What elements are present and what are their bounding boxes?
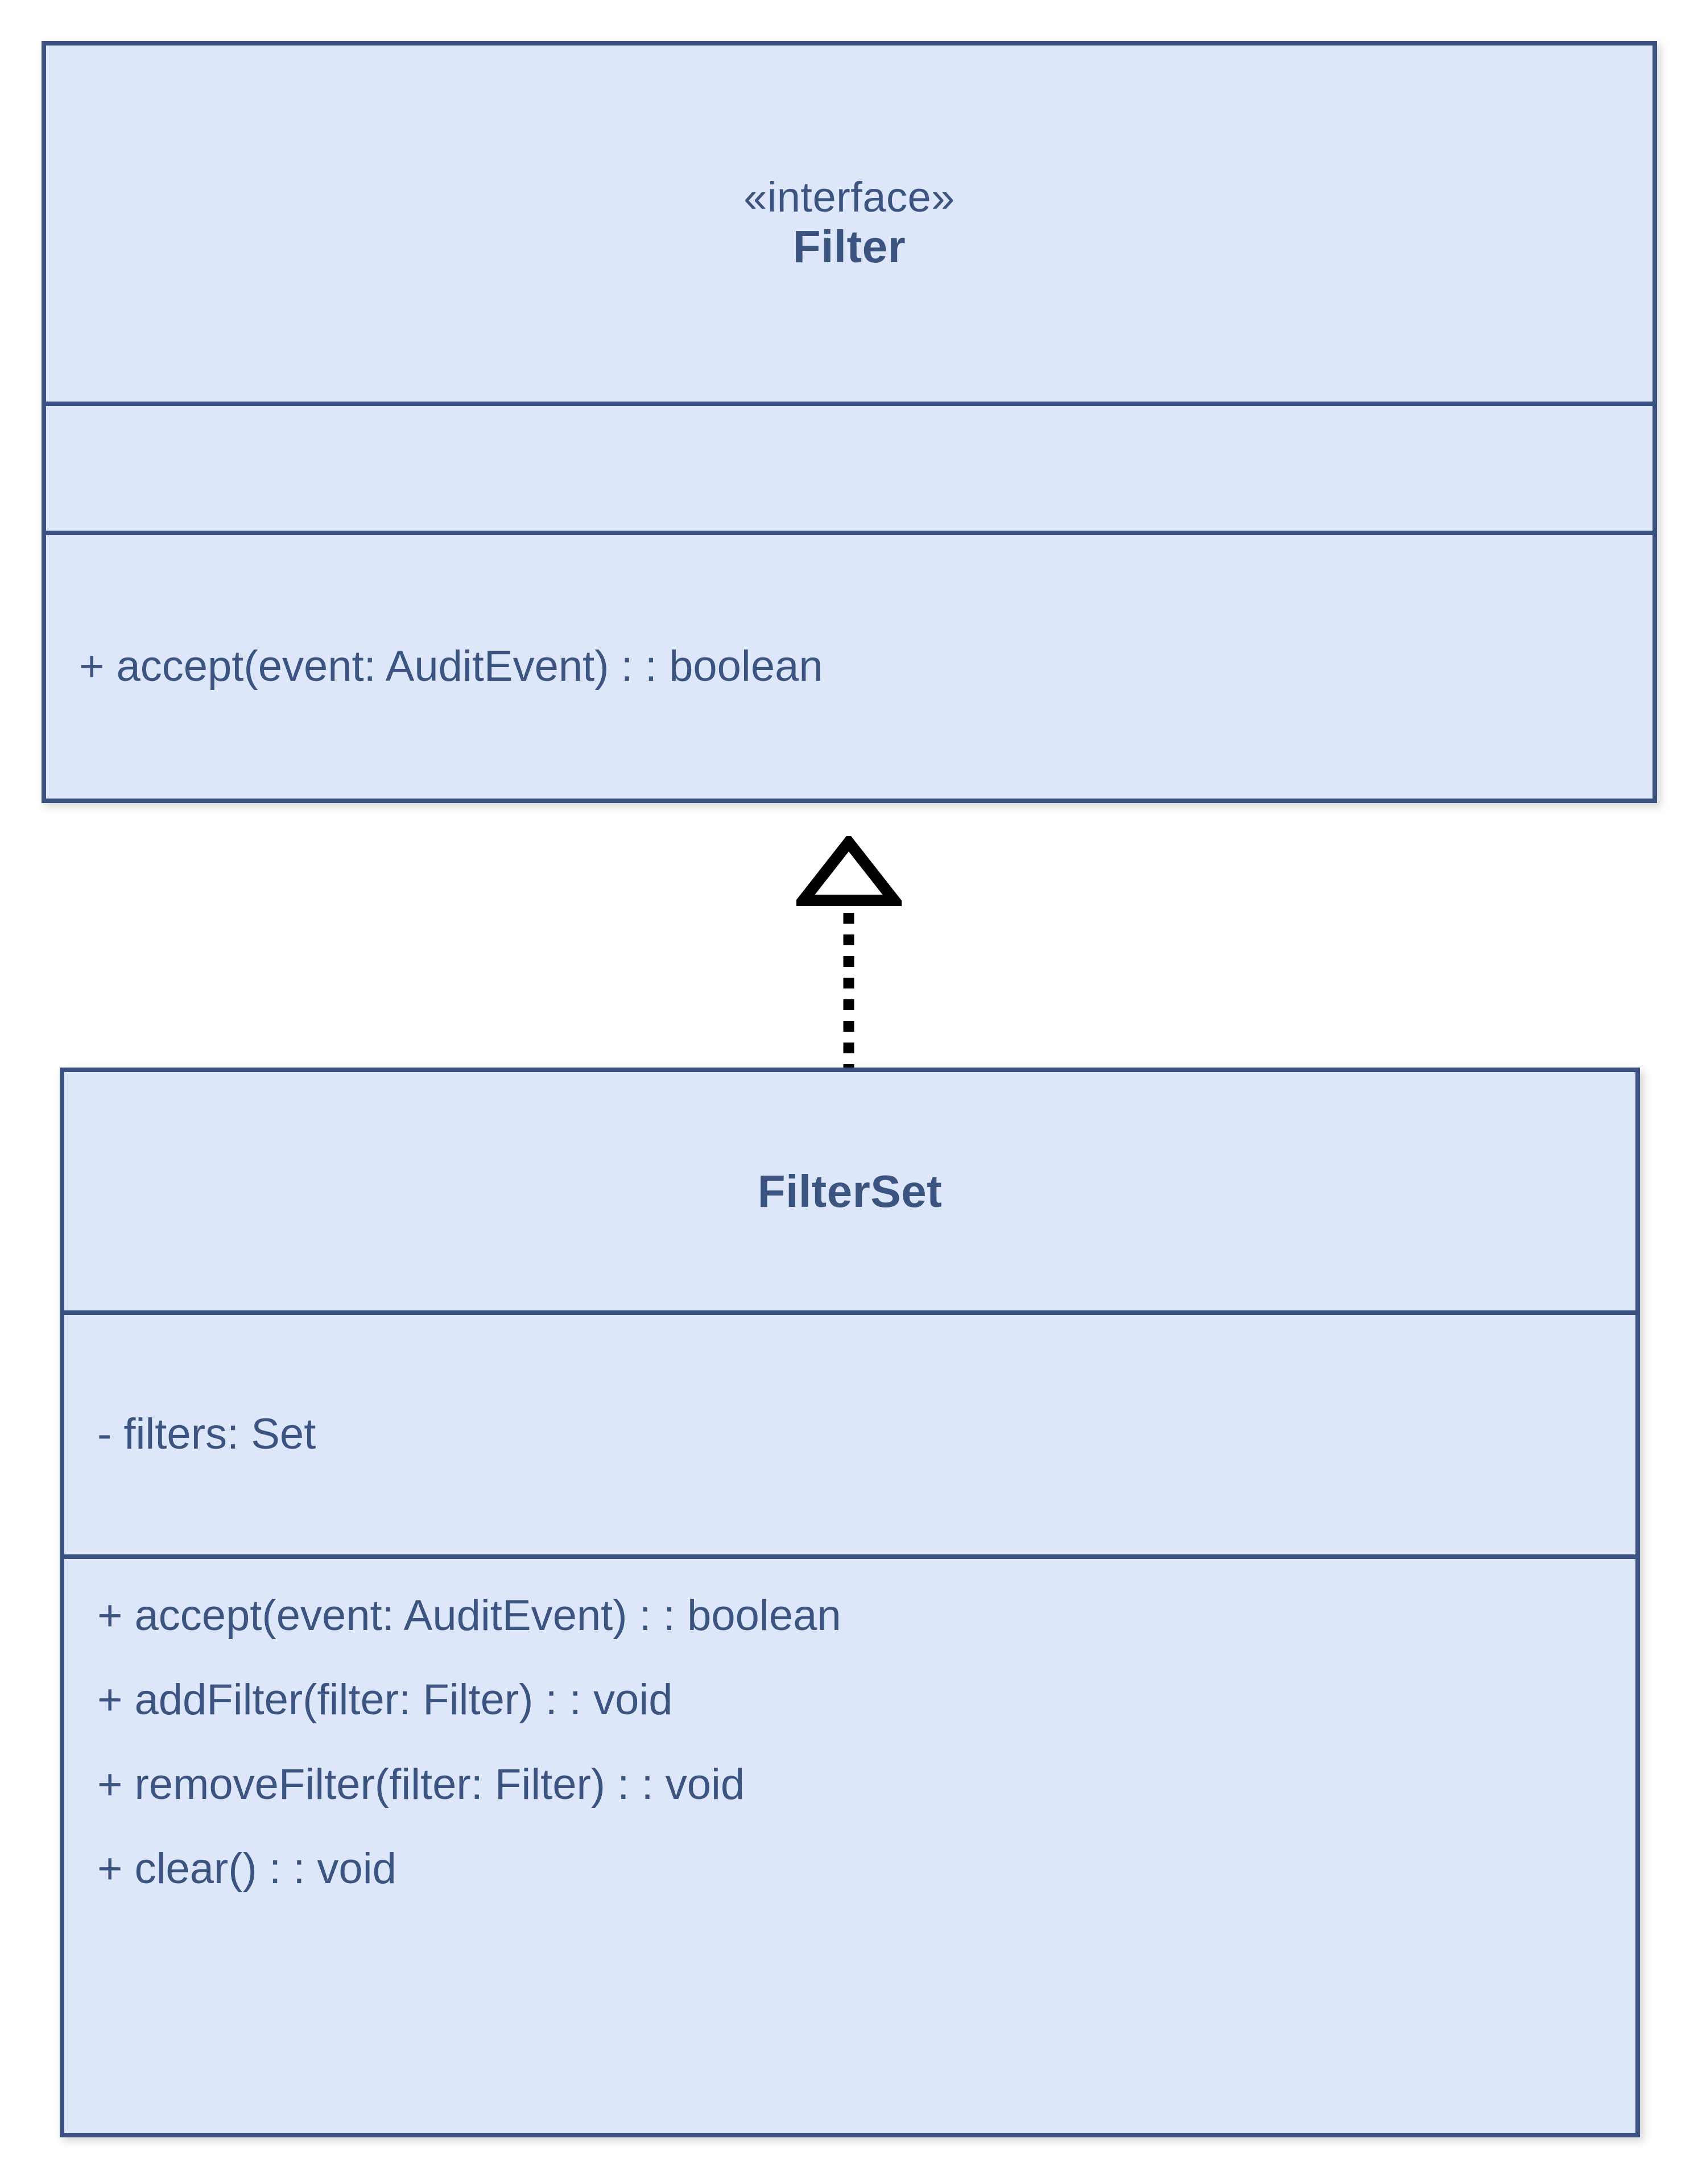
method-row: + addFilter(filter: Filter) : : void: [97, 1676, 673, 1724]
class-methods-filterset: + accept(event: AuditEvent) : : boolean …: [64, 1554, 1635, 2133]
uml-class-filter[interactable]: «interface» Filter + accept(event: Audit…: [42, 41, 1657, 803]
method-row: + removeFilter(filter: Filter) : : void: [97, 1760, 745, 1809]
uml-class-filterset[interactable]: FilterSet - filters: Set + accept(event:…: [60, 1068, 1640, 2137]
class-header-filterset: FilterSet: [64, 1072, 1635, 1310]
class-stereotype: «interface»: [743, 173, 955, 221]
method-row: + accept(event: AuditEvent) : : boolean: [79, 642, 823, 691]
class-header-filter: «interface» Filter: [46, 46, 1653, 402]
class-attributes-filter: [46, 402, 1653, 531]
class-name-filterset: FilterSet: [757, 1165, 943, 1217]
method-row: + accept(event: AuditEvent) : : boolean: [97, 1591, 841, 1640]
hollow-triangle-arrowhead: [796, 836, 902, 906]
class-attributes-filterset: - filters: Set: [64, 1310, 1635, 1554]
method-row: + clear() : : void: [97, 1844, 396, 1893]
class-methods-filter: + accept(event: AuditEvent) : : boolean: [46, 531, 1653, 799]
realization-connector: [796, 836, 902, 1075]
class-name-filter: Filter: [792, 221, 906, 272]
attribute-row: - filters: Set: [97, 1410, 316, 1459]
